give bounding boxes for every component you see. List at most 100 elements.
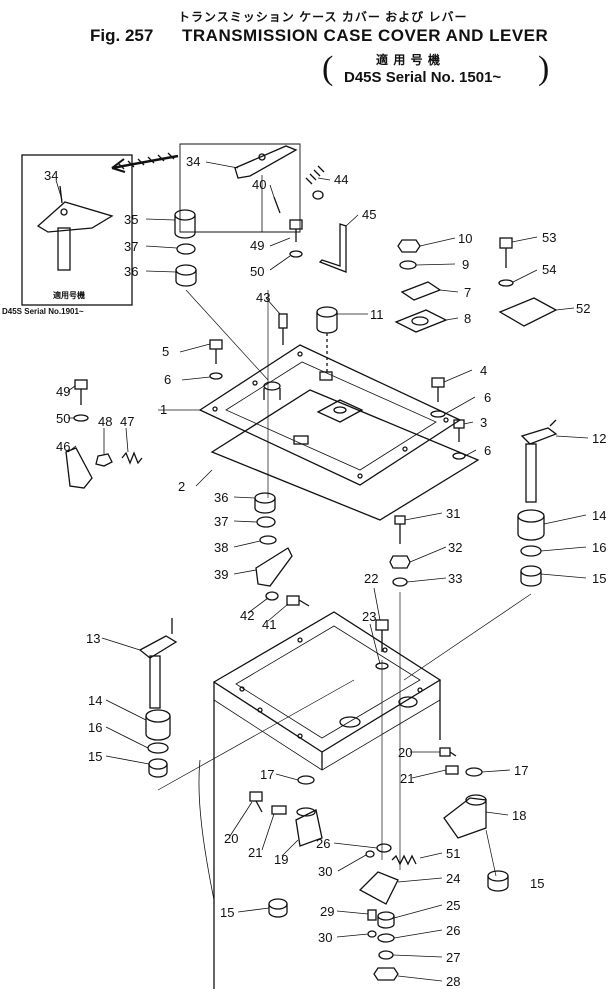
callout-21-left: 21: [248, 845, 262, 860]
washer-37-center: [256, 516, 276, 528]
gasket-2: [210, 389, 480, 521]
callout-42: 42: [240, 608, 254, 623]
nut-28: [373, 967, 399, 981]
seal-15-left: [148, 758, 168, 778]
callout-48: 48: [98, 414, 112, 429]
inset-serial: D45S Serial No.1901~: [2, 307, 84, 316]
callout-39: 39: [214, 567, 228, 582]
transmission-case: [198, 611, 442, 989]
callout-43: 43: [256, 290, 270, 305]
callout-32: 32: [448, 540, 462, 555]
cable-pointer: [111, 152, 179, 173]
cover-7: [400, 281, 442, 301]
bushing-35: [174, 209, 196, 239]
callout-31: 31: [446, 506, 460, 521]
spring-44: [305, 165, 325, 200]
nut-10: [397, 239, 421, 253]
plate-21-left: [271, 805, 287, 815]
callout-49-upper: 49: [250, 238, 264, 253]
bolt-41: [286, 595, 310, 607]
callout-36-center: 36: [214, 490, 228, 505]
bolt-20-right: [439, 747, 457, 757]
breather-11: [316, 306, 338, 372]
bracket-46: [65, 447, 93, 489]
callout-30-lower: 30: [318, 930, 332, 945]
plate-21-right: [445, 765, 459, 775]
bushing-25: [377, 911, 395, 929]
japanese-title: トランスミッション ケース カバー および レバー: [178, 10, 468, 24]
bracket-45: [318, 223, 347, 273]
callout-23: 23: [362, 609, 376, 624]
callout-25: 25: [446, 898, 460, 913]
fitting-43: [278, 313, 288, 345]
washer-37: [176, 243, 196, 255]
callout-21-right: 21: [400, 771, 414, 786]
callout-34: 34: [186, 154, 200, 169]
callout-6-c: 6: [484, 443, 491, 458]
callout-24: 24: [446, 871, 460, 886]
callout-15-lower-left: 15: [220, 905, 234, 920]
callout-12: 12: [592, 431, 606, 446]
callout-26-lower: 26: [446, 923, 460, 938]
washer-27: [378, 950, 394, 960]
right-parenthesis: ): [538, 50, 550, 87]
callout-15-right: 15: [592, 571, 606, 586]
callout-1: 1: [160, 402, 167, 417]
spring-51: [391, 854, 417, 866]
lever-34: [179, 143, 301, 233]
callout-40: 40: [252, 177, 266, 192]
lever-12: [520, 419, 558, 503]
arm-24: [358, 871, 399, 905]
pin-40: [273, 196, 281, 214]
screw-47: [121, 451, 143, 465]
bushing-14-right: [517, 509, 545, 541]
washer-30-upper: [365, 850, 375, 858]
callout-6-a: 6: [164, 372, 171, 387]
bolt-20-left: [249, 791, 263, 813]
washer-6-left: [209, 372, 223, 380]
callout-44: 44: [334, 172, 348, 187]
nut-32: [389, 555, 411, 569]
bolt-5: [209, 339, 223, 364]
washer-26-upper: [376, 843, 392, 853]
serial-range: D45S Serial No. 1501~: [344, 69, 502, 86]
callout-15-left: 15: [88, 749, 102, 764]
callout-8: 8: [464, 311, 471, 326]
seal-36-center: [254, 492, 276, 514]
callout-11: 11: [370, 307, 384, 322]
washer-54: [498, 279, 514, 287]
seal-15-lower-left: [268, 898, 288, 918]
pin-29: [367, 909, 377, 921]
lever-18: [443, 794, 487, 839]
inset-applicability: 適用号機: [53, 290, 85, 300]
callout-50-left: 50: [56, 411, 70, 426]
washer-9: [399, 260, 417, 270]
callout-49-left: 49: [56, 384, 70, 399]
applicability-label: 適 用 号 機: [376, 53, 442, 67]
seal-15-lower-right: [487, 870, 509, 892]
nut-48: [95, 453, 113, 467]
figure-number: Fig. 257: [90, 26, 154, 45]
callout-20-right: 20: [398, 745, 412, 760]
callout-14-right: 14: [592, 508, 606, 523]
callout-15-lower-right: 15: [530, 876, 544, 891]
callout-4: 4: [480, 363, 487, 378]
callout-16-right: 16: [592, 540, 606, 555]
washer-33: [392, 577, 408, 587]
washer-16-left: [147, 742, 169, 754]
callout-10: 10: [458, 231, 472, 246]
bracket-19: [295, 807, 323, 847]
bolt-53: [499, 237, 513, 268]
callout-33: 33: [448, 571, 462, 586]
callout-47: 47: [120, 414, 134, 429]
callout-27: 27: [446, 950, 460, 965]
gasket-8: [394, 309, 448, 333]
callout-13: 13: [86, 631, 100, 646]
bolt-31: [394, 515, 406, 544]
callout-37-center: 37: [214, 514, 228, 529]
lever-13: [138, 618, 178, 709]
arm-39: [255, 547, 293, 587]
callout-17-left: 17: [260, 767, 274, 782]
